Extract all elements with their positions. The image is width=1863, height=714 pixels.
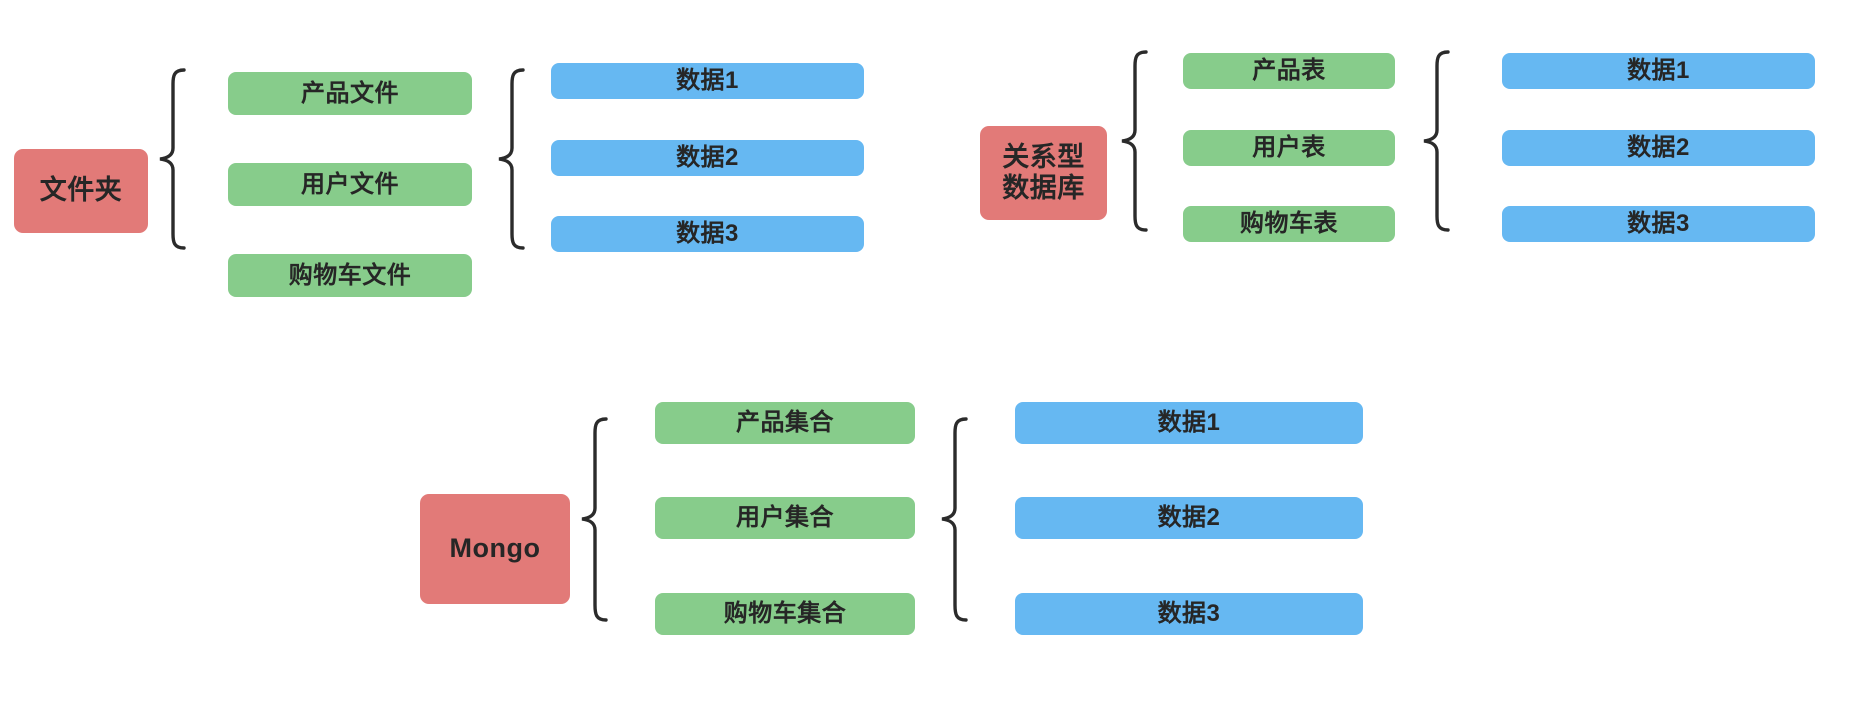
mid-node-relational-database-2[interactable]: 购物车表 — [1183, 206, 1395, 242]
leaf-node-mongo-0[interactable]: 数据1 — [1015, 402, 1363, 444]
mid-node-folder-1-label: 用户文件 — [301, 170, 399, 198]
leaf-node-folder-0[interactable]: 数据1 — [551, 63, 864, 99]
mid-node-folder-2[interactable]: 购物车文件 — [228, 254, 472, 297]
brace-relational-database-to-middle — [1110, 48, 1150, 234]
leaf-node-folder-1[interactable]: 数据2 — [551, 140, 864, 176]
brace-relational-database-to-leaves — [1412, 48, 1452, 234]
mid-node-relational-database-0-label: 产品表 — [1252, 57, 1326, 85]
mid-node-mongo-1[interactable]: 用户集合 — [655, 497, 915, 539]
mid-node-folder-0-label: 产品文件 — [301, 79, 399, 107]
root-node-mongo-label: Mongo — [449, 533, 541, 564]
root-node-folder[interactable]: 文件夹 — [14, 149, 148, 233]
mid-node-mongo-2[interactable]: 购物车集合 — [655, 593, 915, 635]
root-node-folder-label: 文件夹 — [39, 175, 123, 206]
mid-node-relational-database-1-label: 用户表 — [1252, 134, 1326, 162]
leaf-node-relational-database-1-label: 数据2 — [1627, 134, 1690, 162]
leaf-node-folder-2-label: 数据3 — [676, 220, 739, 248]
leaf-node-mongo-2-label: 数据3 — [1157, 600, 1221, 628]
leaf-node-relational-database-1[interactable]: 数据2 — [1502, 130, 1815, 166]
root-node-relational-database[interactable]: 关系型 数据库 — [980, 126, 1107, 220]
mid-node-mongo-0-label: 产品集合 — [736, 409, 834, 437]
leaf-node-relational-database-0-label: 数据1 — [1627, 57, 1690, 85]
leaf-node-mongo-1[interactable]: 数据2 — [1015, 497, 1363, 539]
mid-node-mongo-1-label: 用户集合 — [736, 504, 834, 532]
root-node-mongo[interactable]: Mongo — [420, 494, 570, 604]
mid-node-folder-0[interactable]: 产品文件 — [228, 72, 472, 115]
mid-node-relational-database-2-label: 购物车表 — [1240, 210, 1338, 238]
mid-node-mongo-2-label: 购物车集合 — [723, 600, 847, 628]
leaf-node-folder-0-label: 数据1 — [676, 67, 739, 95]
mid-node-relational-database-0[interactable]: 产品表 — [1183, 53, 1395, 89]
brace-folder-to-middle — [148, 66, 188, 252]
leaf-node-relational-database-2-label: 数据3 — [1627, 210, 1690, 238]
leaf-node-mongo-1-label: 数据2 — [1157, 504, 1221, 532]
mid-node-folder-1[interactable]: 用户文件 — [228, 163, 472, 206]
leaf-node-mongo-0-label: 数据1 — [1157, 409, 1221, 437]
brace-mongo-to-leaves — [930, 415, 970, 625]
mid-node-relational-database-1[interactable]: 用户表 — [1183, 130, 1395, 166]
brace-folder-to-leaves — [487, 66, 527, 252]
leaf-node-mongo-2[interactable]: 数据3 — [1015, 593, 1363, 635]
leaf-node-folder-2[interactable]: 数据3 — [551, 216, 864, 252]
root-node-relational-database-label-line2: 数据库 — [1002, 173, 1085, 203]
brace-mongo-to-middle — [570, 415, 610, 625]
mid-node-mongo-0[interactable]: 产品集合 — [655, 402, 915, 444]
leaf-node-relational-database-2[interactable]: 数据3 — [1502, 206, 1815, 242]
leaf-node-folder-1-label: 数据2 — [676, 144, 739, 172]
leaf-node-relational-database-0[interactable]: 数据1 — [1502, 53, 1815, 89]
mid-node-folder-2-label: 购物车文件 — [288, 261, 412, 289]
root-node-relational-database-label-line1: 关系型 — [1002, 141, 1085, 172]
